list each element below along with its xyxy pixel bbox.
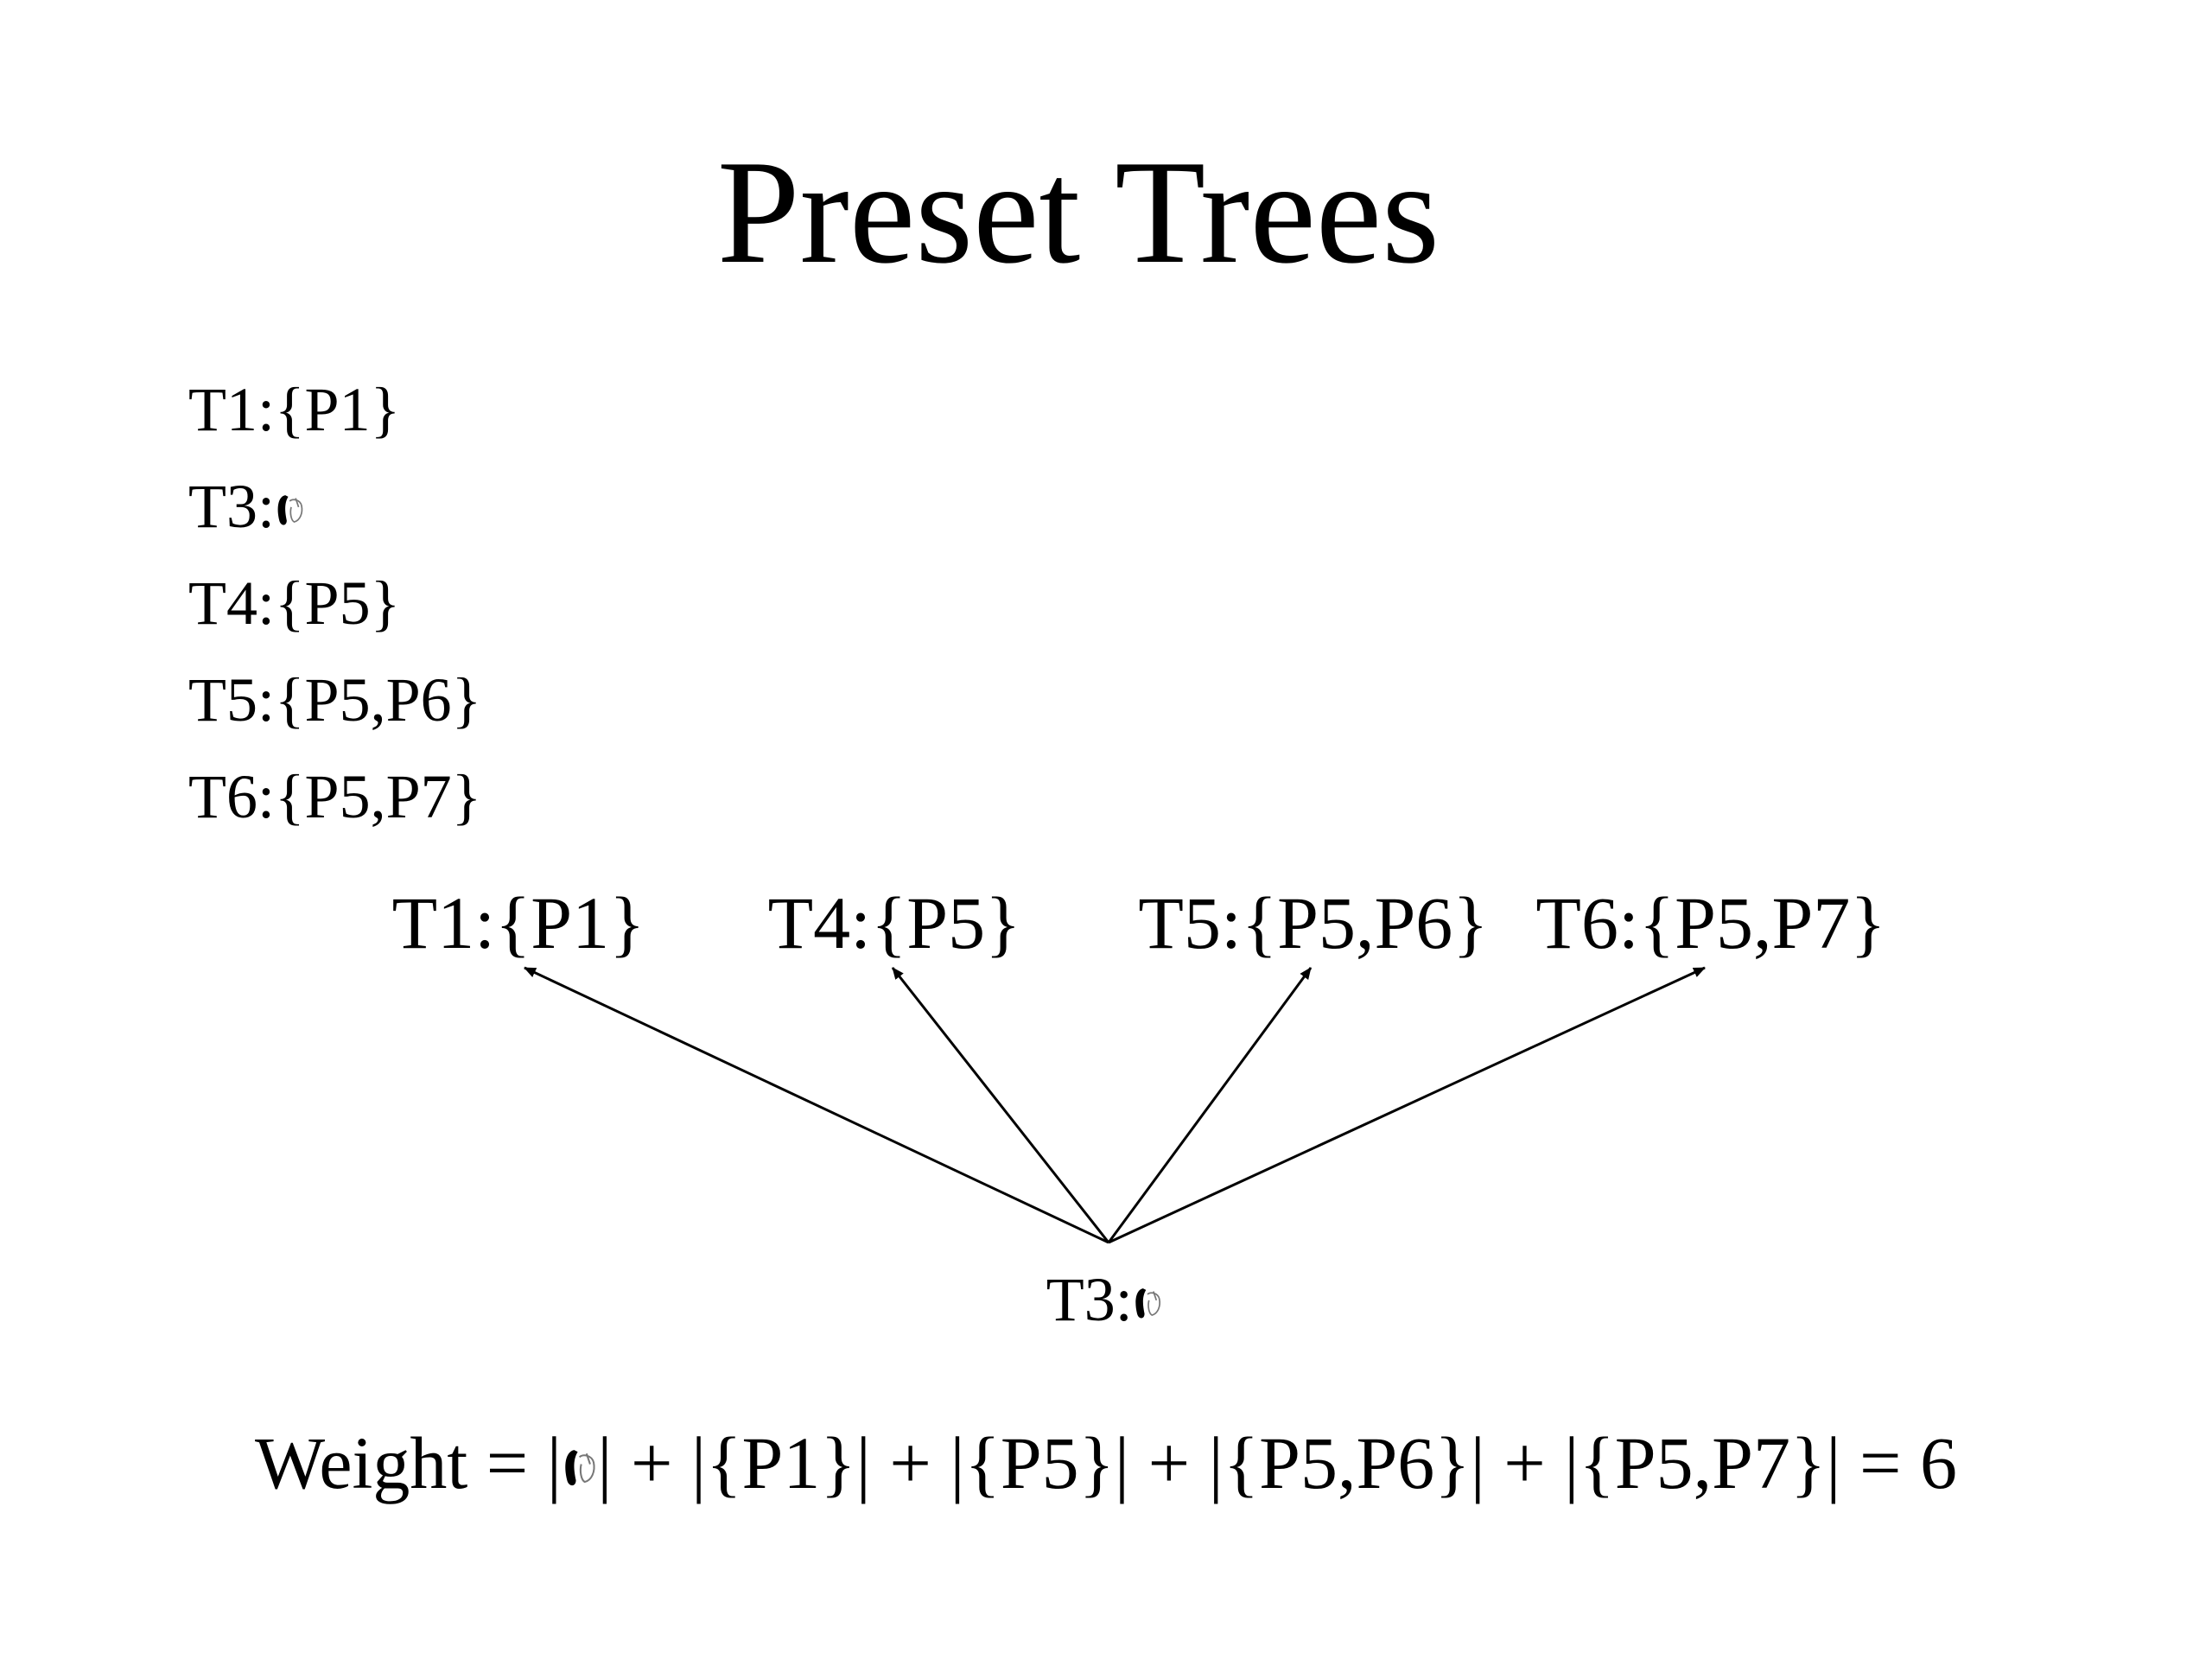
slide-title: Preset Trees xyxy=(716,130,1440,295)
tree-node-t1: T1:{P1} xyxy=(391,881,645,964)
edge-t3-to-t6 xyxy=(1108,966,1706,1244)
tree-node-t6: T6:{P5,P7} xyxy=(1535,881,1886,964)
set-list-item: T3: xyxy=(188,458,481,555)
empty-set-icon xyxy=(1133,1284,1163,1323)
tree-node-t5: T5:{P5,P6} xyxy=(1138,881,1489,964)
tree-node-t4: T4:{P5} xyxy=(767,881,1021,964)
set-list-item: T6:{P5,P7} xyxy=(188,762,482,831)
empty-set-icon xyxy=(562,1445,597,1491)
weight-equation: Weight = || + |{P1}| + |{P5}| + |{P5,P6}… xyxy=(255,1421,1957,1504)
empty-set-icon xyxy=(275,491,305,530)
tree-set-list: T1:{P1} T3: T4:{P5} T5:{P5,P6} T6:{P5,P7… xyxy=(188,361,481,845)
set-list-item: T4:{P5} xyxy=(188,569,401,638)
set-list-item: T5:{P5,P6} xyxy=(188,665,482,734)
edge-t3-to-t5 xyxy=(1107,967,1313,1243)
set-list-item: T1:{P1} xyxy=(188,375,401,444)
edge-t3-to-t4 xyxy=(891,967,1110,1243)
edge-t3-to-t1 xyxy=(524,966,1109,1244)
tree-node-root-t3: T3: xyxy=(1046,1268,1163,1331)
